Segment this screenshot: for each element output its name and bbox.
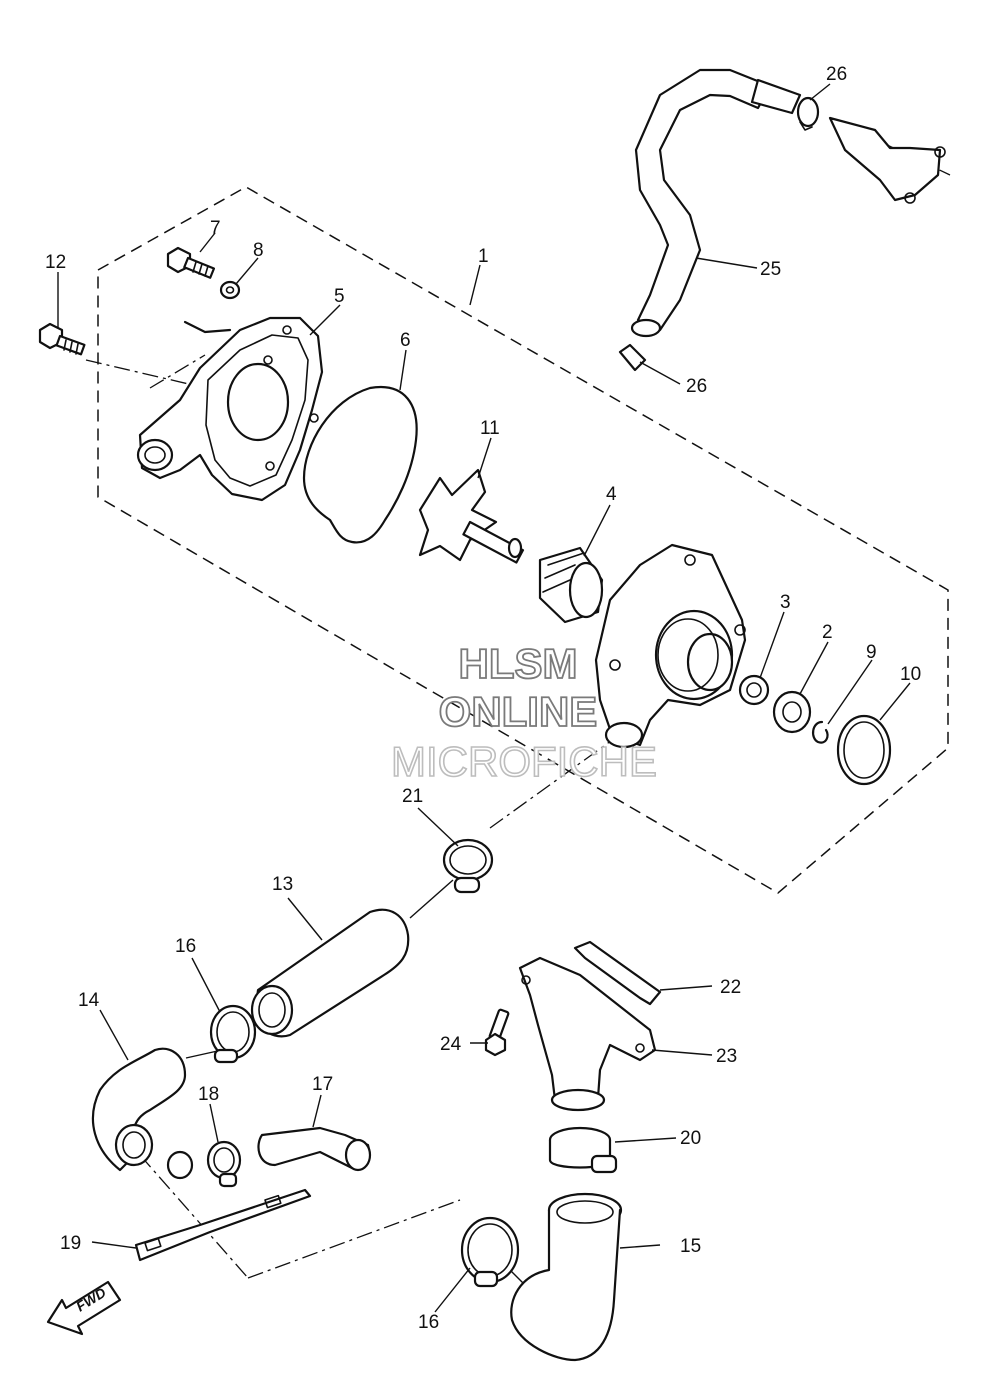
watermark-line-3: MICROFICHE [391, 738, 657, 785]
label-part-26-lower: 26 [686, 376, 707, 397]
label-part-18: 18 [198, 1084, 219, 1105]
part-6-gasket[interactable] [302, 385, 418, 544]
label-part-11: 11 [480, 418, 500, 439]
part-15-hose[interactable] [510, 1192, 623, 1362]
label-part-7: 7 [210, 218, 221, 239]
label-part-24: 24 [440, 1034, 462, 1055]
part-20-clamp[interactable] [548, 1126, 618, 1174]
label-part-2: 2 [822, 622, 833, 643]
label-part-19: 19 [60, 1233, 81, 1254]
label-part-25: 25 [760, 259, 781, 280]
part-23-thermostat-cover[interactable] [518, 956, 657, 1112]
label-part-9: 9 [866, 642, 877, 663]
thermo-fitting-top [828, 116, 946, 204]
part-16-clamp-lower[interactable] [460, 1216, 520, 1288]
part-26-clamp-lower[interactable] [618, 343, 647, 372]
part-19-bracket[interactable] [134, 1188, 312, 1262]
label-part-21: 21 [402, 786, 423, 807]
part-17-hose[interactable] [257, 1126, 372, 1172]
part-24-bolt[interactable] [484, 1008, 510, 1057]
part-7-bolt[interactable] [166, 246, 216, 279]
label-part-20: 20 [680, 1128, 701, 1149]
part-12-bolt[interactable] [38, 322, 86, 356]
part-8-washer[interactable] [219, 280, 241, 300]
label-part-17: 17 [312, 1074, 333, 1095]
part-labels: 1 2 3 4 5 6 7 8 9 10 11 12 13 14 15 16 1… [45, 64, 921, 1333]
label-part-8: 8 [253, 240, 264, 261]
label-part-16-upper: 16 [175, 936, 196, 957]
label-part-14: 14 [78, 990, 100, 1011]
part-3-bearing[interactable] [738, 674, 770, 706]
label-part-12: 12 [45, 252, 66, 273]
part-26-clamp-upper[interactable] [796, 96, 820, 131]
part-18-clamp[interactable] [206, 1140, 242, 1188]
part-5-pump-cover[interactable] [136, 316, 324, 502]
label-part-5: 5 [334, 286, 345, 307]
part-25-hose[interactable] [630, 68, 802, 338]
label-part-6: 6 [400, 330, 411, 351]
part-9-circlip[interactable] [812, 720, 829, 744]
fwd-arrow-icon: FWD [46, 1280, 122, 1336]
label-part-23: 23 [716, 1046, 737, 1067]
part-21-clamp[interactable] [442, 838, 494, 894]
part-2-bearing[interactable] [772, 690, 812, 734]
label-part-4: 4 [606, 484, 617, 505]
assembly-boundary [97, 186, 949, 894]
watermark: HLSM ONLINE MICROFICHE [390, 639, 658, 786]
label-part-10: 10 [900, 664, 921, 685]
pump-housing[interactable] [594, 543, 747, 749]
label-part-22: 22 [720, 977, 741, 998]
part-11-impeller-shaft[interactable] [418, 468, 525, 564]
label-part-26-upper: 26 [826, 64, 847, 85]
part-4-seal[interactable] [538, 546, 604, 624]
part-14-hose[interactable] [91, 1047, 194, 1180]
part-16-clamp-upper[interactable] [209, 1004, 257, 1064]
part-22-gasket[interactable] [573, 940, 662, 1006]
part-10-oring[interactable] [836, 714, 892, 786]
label-part-1: 1 [478, 246, 489, 267]
part-13-hose[interactable] [250, 908, 410, 1038]
watermark-line-2: ONLINE [439, 688, 598, 735]
label-part-16-lower: 16 [418, 1312, 439, 1333]
leader-lines [57, 83, 911, 1313]
label-part-3: 3 [780, 592, 791, 613]
label-part-13: 13 [272, 874, 293, 895]
watermark-line-1: HLSM [459, 640, 578, 687]
label-part-15: 15 [680, 1236, 701, 1257]
